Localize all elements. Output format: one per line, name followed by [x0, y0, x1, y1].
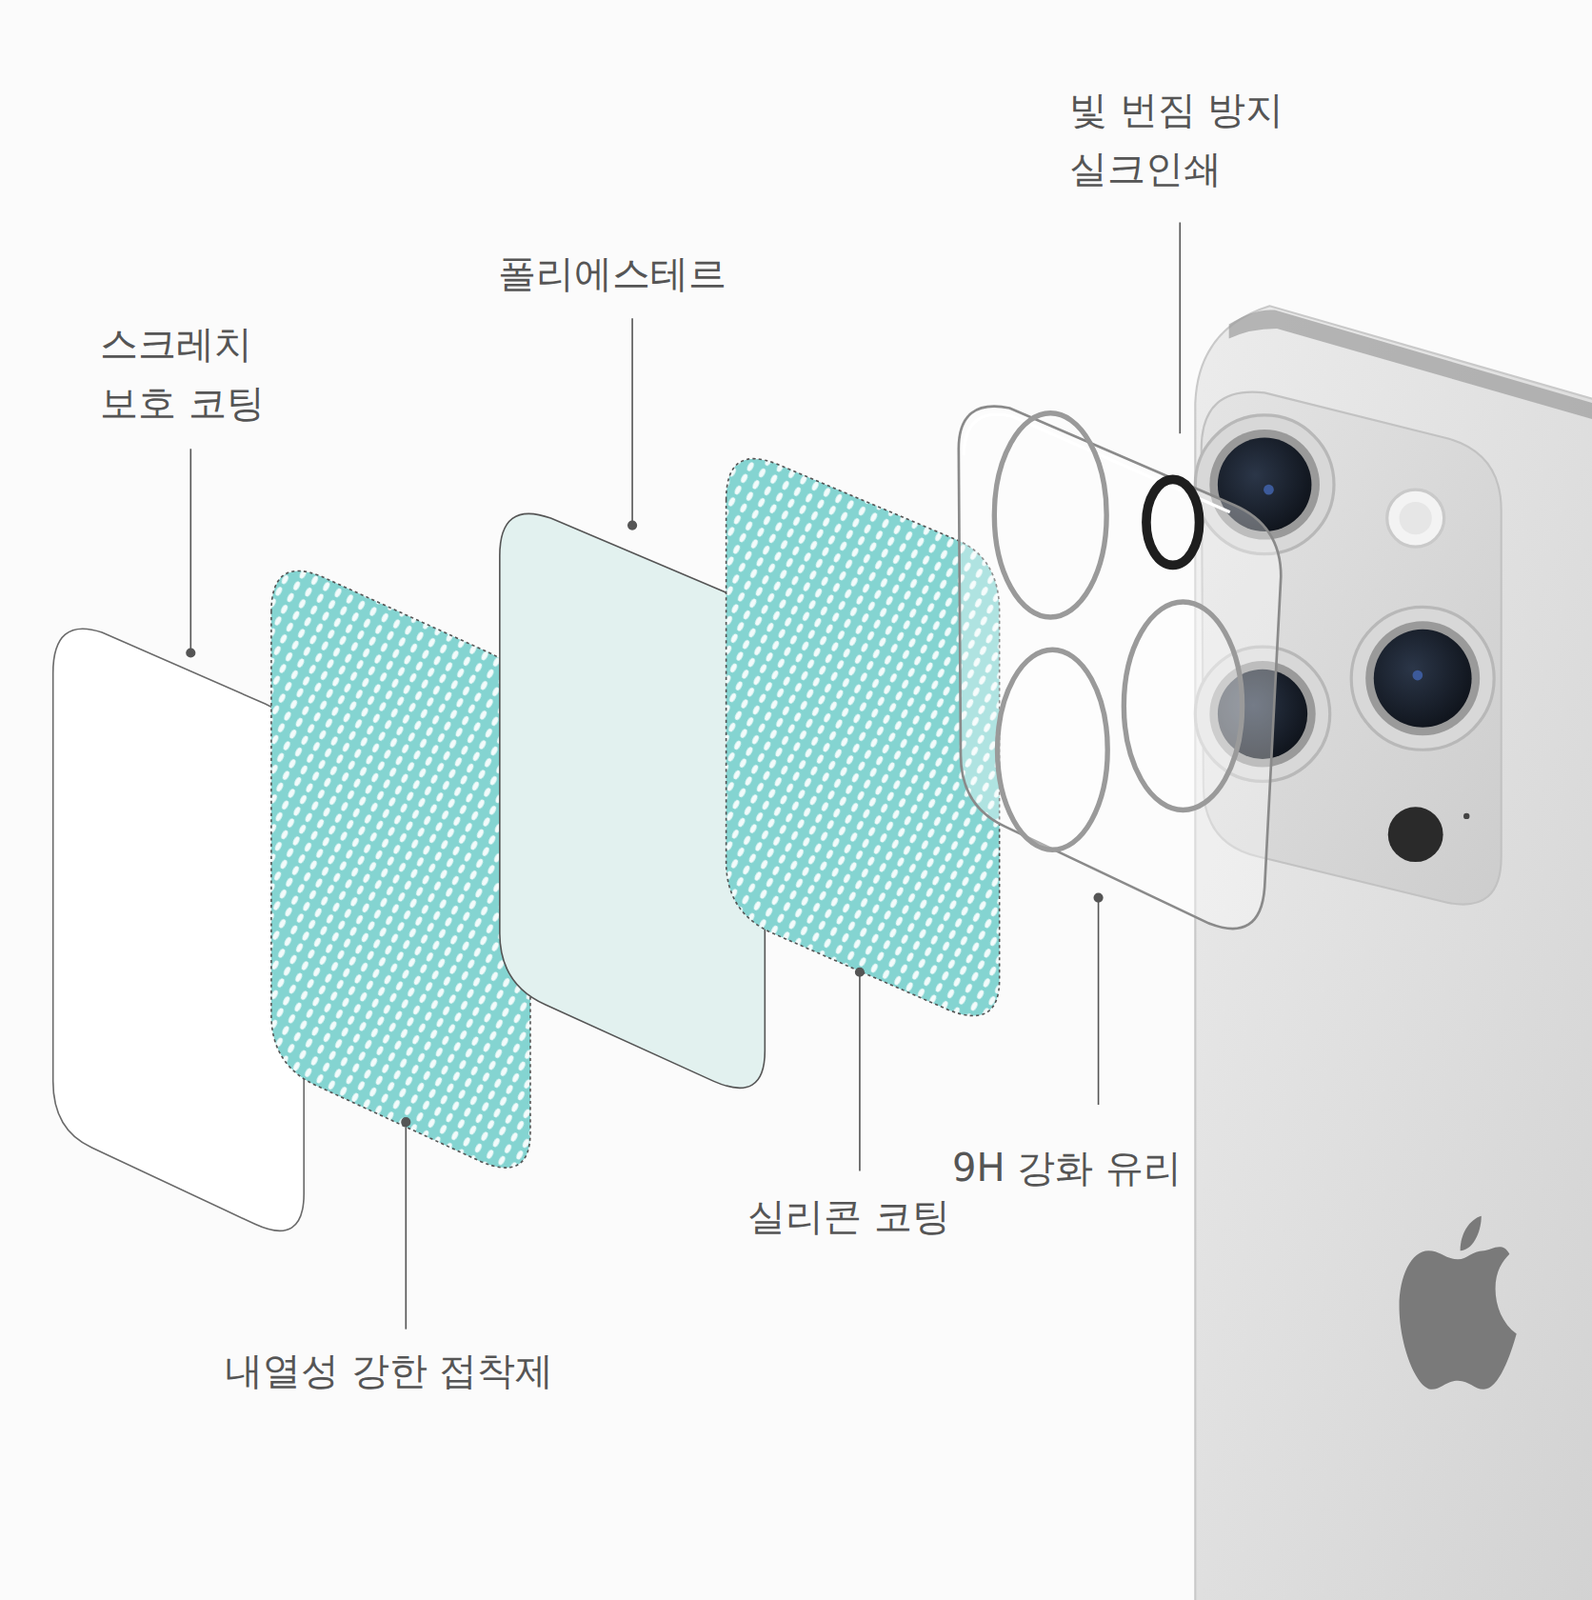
- callout-label: 9H 강화 유리: [952, 1137, 1182, 1197]
- callout-label: 실리콘 코팅: [747, 1186, 951, 1246]
- callout-label: 스크레치 보호 코팅: [99, 314, 305, 433]
- phone-body: [1194, 305, 1592, 1600]
- callout-label: 폴리에스테르: [497, 243, 727, 303]
- polyester-layer: [499, 513, 765, 1088]
- scratch-coating-layer: [53, 628, 304, 1231]
- adhesive-layer: [271, 570, 531, 1168]
- tempered-glass: [958, 406, 1281, 929]
- apple-logo: [1399, 1215, 1517, 1390]
- callout-label: 내열성 강한 접착제: [224, 1340, 554, 1400]
- callout-label: 빛 번짐 방지 실크인쇄: [1069, 79, 1308, 199]
